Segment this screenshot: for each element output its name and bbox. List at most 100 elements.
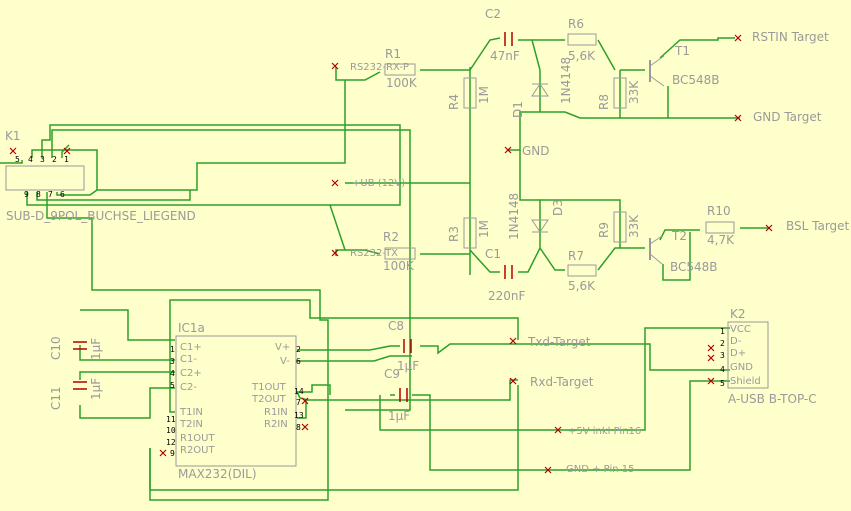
connector-k2 xyxy=(727,321,769,389)
net-5v: +5V inkl Pin16 xyxy=(568,426,641,437)
ic-pinnum-13: 13 xyxy=(294,411,304,420)
r8-name: R8 xyxy=(597,94,611,110)
diode-d1 xyxy=(531,83,549,97)
k1-pinnum-3: 3 xyxy=(40,155,45,164)
ic-pinnum-10: 10 xyxy=(166,426,176,435)
ic-pin-r1out: R1OUT xyxy=(180,433,216,444)
ic-pin-t2in: T2IN xyxy=(179,419,203,430)
k2-pinnum-5: 5 xyxy=(720,379,725,388)
k1-pinnum-6: 6 xyxy=(60,190,65,199)
connector-k1 xyxy=(5,165,85,191)
k2-pin-shield: Shield xyxy=(730,376,761,387)
net-gnd: GND xyxy=(522,144,550,158)
resistor-r6 xyxy=(567,33,597,46)
component-labels: C2 47nF R6 5,6K T1 BC548B R1 RS232-RX-P … xyxy=(5,7,817,481)
k2-name: K2 xyxy=(730,307,746,321)
resistor-r10 xyxy=(705,221,735,234)
ic-pin-r2in: R2IN xyxy=(264,419,288,430)
net-gnd15: GND + Pin 15 xyxy=(566,464,635,475)
diode-d3 xyxy=(531,219,549,233)
k1-name: K1 xyxy=(5,129,21,143)
k2-pin-dm: D- xyxy=(730,336,742,347)
resistor-r3 xyxy=(463,217,477,249)
ic-max232 xyxy=(175,335,297,467)
c10-value: 1µF xyxy=(89,338,103,360)
ic-pinnum-9: 9 xyxy=(170,449,175,458)
transistor-t1 xyxy=(649,55,665,87)
d3-name: D3 xyxy=(551,199,565,216)
net-markers xyxy=(9,34,773,474)
k1-pinnum-5: 5 xyxy=(15,155,20,164)
wires xyxy=(0,37,770,501)
r9-value: 33K xyxy=(627,214,641,238)
net-rstin: RSTIN Target xyxy=(752,30,829,44)
ic-pin-c1p: C1+ xyxy=(180,342,202,353)
k2-pin-dp: D+ xyxy=(730,348,746,359)
net-labels: RSTIN Target GND Target GND +UB (12V) BS… xyxy=(352,30,850,475)
ic-pinnum-2: 2 xyxy=(296,345,301,354)
c1-value: 220nF xyxy=(488,289,526,303)
c8-value: 1µF xyxy=(397,359,419,373)
k1-pinnum-7: 7 xyxy=(48,190,53,199)
ic-pin-c2m: C2- xyxy=(180,382,197,393)
c2-value: 47nF xyxy=(490,49,520,63)
c10-name: C10 xyxy=(49,336,63,360)
capacitor-c9 xyxy=(399,388,408,402)
t2-name: T2 xyxy=(671,229,687,243)
c1-name: C1 xyxy=(485,247,501,261)
k1-pinnum-4: 4 xyxy=(28,155,33,164)
r4-value: 1M xyxy=(477,86,491,104)
r10-value: 4,7K xyxy=(707,233,735,247)
capacitor-c8 xyxy=(403,339,412,353)
resistor-r4 xyxy=(463,77,477,109)
net-txd: Txd-Target xyxy=(527,335,591,349)
t1-value: BC548B xyxy=(672,73,720,87)
net-ub: +UB (12V) xyxy=(352,178,405,189)
ic-pinnum-1: 1 xyxy=(170,345,175,354)
c2-name: C2 xyxy=(485,7,501,21)
capacitor-c10 xyxy=(73,341,87,350)
capacitor-c11 xyxy=(73,381,87,390)
resistor-r8 xyxy=(613,77,627,109)
r3-name: R3 xyxy=(447,226,461,242)
ic-pin-t1in: T1IN xyxy=(179,407,203,418)
k1-pinnum-8: 8 xyxy=(36,190,41,199)
r1-value: 100K xyxy=(386,76,418,90)
net-rxd: Rxd-Target xyxy=(530,375,594,389)
ic-pin-vm: V- xyxy=(280,356,290,367)
r6-value: 5,6K xyxy=(568,49,596,63)
resistor-r7 xyxy=(567,264,597,277)
resistor-r2 xyxy=(384,247,416,260)
ic-pin-labels: C1+ C1- C2+ C2- T1IN T2IN R1OUT R2OUT V+… xyxy=(166,342,304,458)
c9-value: 1µF xyxy=(388,409,410,423)
net-bsl: BSL Target xyxy=(786,219,850,233)
r1-net: RS232-RX-P xyxy=(350,62,409,73)
ic-pinnum-6: 6 xyxy=(296,357,301,366)
ic-pin-r1in: R1IN xyxy=(264,407,288,418)
transistor-t2 xyxy=(649,235,663,265)
ic-pin-r2out: R2OUT xyxy=(180,445,216,456)
ic1-value: MAX232(DIL) xyxy=(178,467,257,481)
k2-pinnum-2: 2 xyxy=(720,339,725,348)
ic1-name: IC1a xyxy=(178,321,205,335)
ic-pinnum-3: 3 xyxy=(170,357,175,366)
k2-pinnum-1: 1 xyxy=(720,327,725,336)
r3-value: 1M xyxy=(477,220,491,238)
ic-pinnum-12: 12 xyxy=(166,438,176,447)
k2-pinnum-3: 3 xyxy=(720,351,725,360)
k1-value: SUB-D_9POL_BUCHSE_LIEGEND xyxy=(6,209,196,223)
components xyxy=(5,32,769,467)
d1-value: 1N4148 xyxy=(559,57,573,104)
k1-pinnum-2: 2 xyxy=(52,155,57,164)
r4-name: R4 xyxy=(447,94,461,110)
r2-net: RS232-TX xyxy=(350,248,398,259)
ic-pinnum-4: 4 xyxy=(170,369,175,378)
k2-value: A-USB B-TOP-C xyxy=(728,392,817,406)
k2-pinnum-4: 4 xyxy=(720,365,725,374)
ic-pinnum-14: 14 xyxy=(294,387,304,396)
r2-name: R2 xyxy=(383,230,399,244)
ic-pin-vp: V+ xyxy=(275,342,290,353)
ic-pin-c2p: C2+ xyxy=(180,368,202,379)
